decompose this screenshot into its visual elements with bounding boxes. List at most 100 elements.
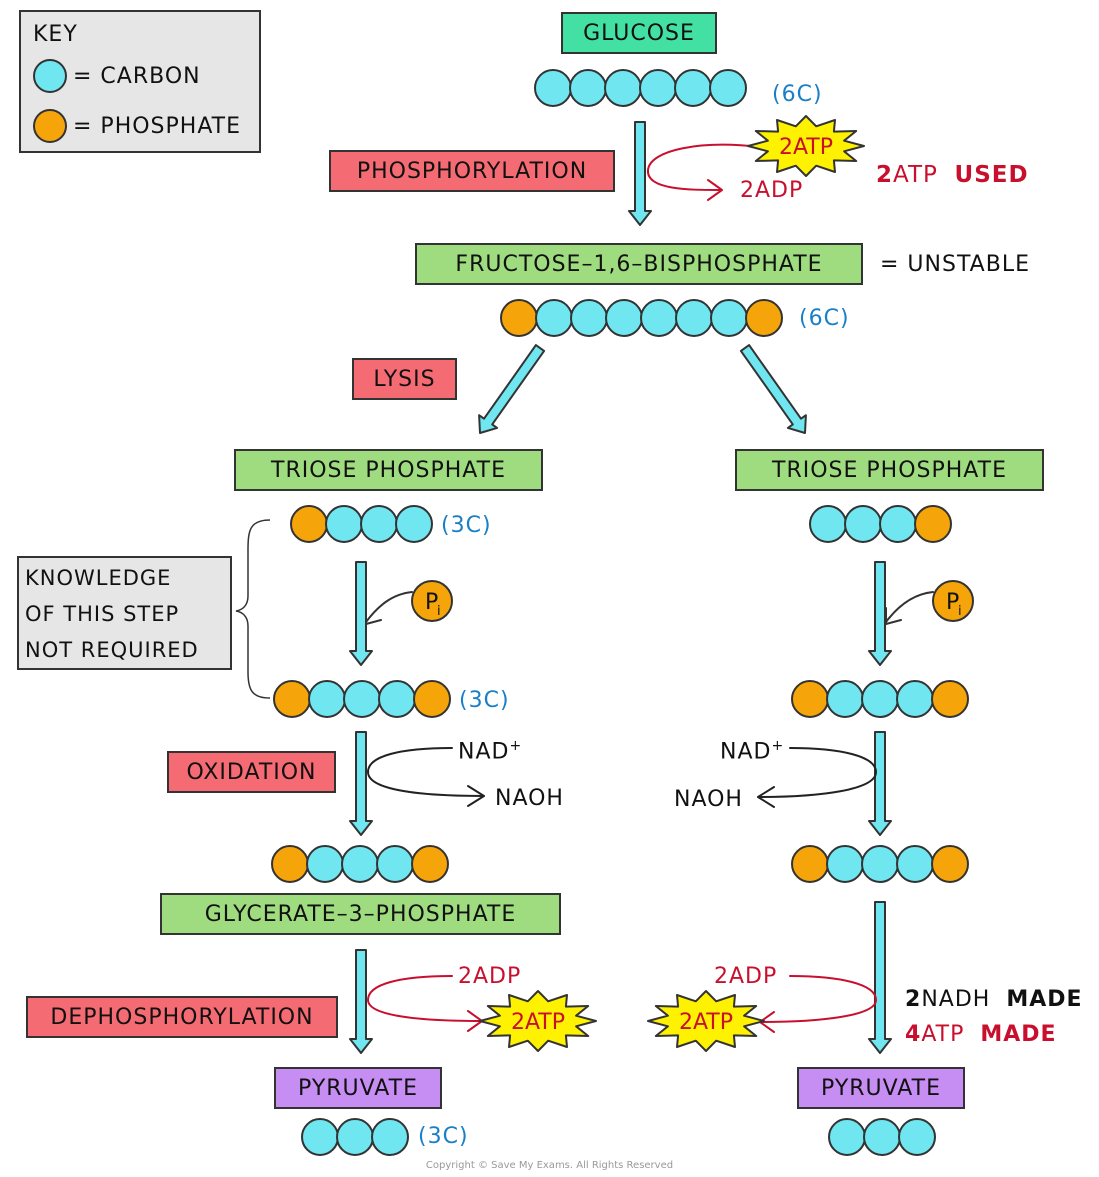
atp-star-label: 2ATP [779,135,833,160]
carbon-bead [826,680,864,718]
g3p-right-chain [791,845,969,883]
nadh-made-b: MADE [1006,987,1083,1012]
ox-left-head [467,785,485,807]
triose-p-carbon-count: (3C) [459,688,510,713]
pyruvate-right-chain [828,1118,936,1156]
triose-right-chain [809,505,952,543]
copyright: Copyright © Save My Exams. All Rights Re… [425,1160,674,1171]
atp-star-icon [647,990,765,1052]
pi-right-head [885,607,902,625]
dephos-left-curve [367,975,483,1022]
carbon-bead [896,680,934,718]
carbon-bead [325,505,363,543]
carbon-bead [604,69,642,107]
molecule-beads [271,69,969,1156]
knowledge-note: KNOWLEDGE OF THIS STEP NOT REQUIRED [17,556,232,670]
pyruvate-left-box: PYRUVATE [274,1067,442,1109]
arrow-left-pi [349,561,373,666]
carbon-bead [308,680,346,718]
pi-label: P [946,590,959,615]
phosphate-bead [791,845,829,883]
pi-left-curve [365,591,413,623]
phosphate-bead [273,680,311,718]
arrow-left-oxidation [349,731,373,836]
dephosphorylation-box: DEPHOSPHORYLATION [26,996,338,1038]
pi-label: P [425,590,438,615]
carbon-bead [341,845,379,883]
glucose-carbon-count: (6C) [772,82,823,107]
pi-sub-label: i [437,604,441,619]
unstable-label: = UNSTABLE [880,252,1030,277]
arrow-right-dephos [868,901,892,1054]
pi-right: Pi [932,580,974,622]
carbon-bead [828,1118,866,1156]
triose-p-right-chain [791,680,969,718]
carbon-bead [809,505,847,543]
phosphate-bead [745,299,783,337]
carbon-bead [639,69,677,107]
nad-sup: + [509,738,523,754]
phosphate-bead [500,299,538,337]
arrow-glucose-to-f16bp [628,121,652,226]
carbon-bead [605,299,643,337]
carbon-bead [376,845,414,883]
phosphate-key-label: = PHOSPHATE [73,114,242,139]
ox-right-curve [757,747,877,798]
atp-star-left: 2ATP [479,990,597,1052]
f16bp-box: FRUCTOSE–1,6–BISPHOSPHATE [415,243,863,285]
atp-used-b: USED [954,162,1029,188]
carbon-bead [675,299,713,337]
lysis-box: LYSIS [352,358,457,400]
atp-made-num: 4 [905,1022,922,1047]
nadh-made-num: 2 [905,987,922,1012]
arrow-left-dephos [349,949,373,1054]
flow-arrows [349,121,892,1054]
phosphate-bead [931,680,969,718]
carbon-bead [710,299,748,337]
nad-sup: + [771,738,785,754]
pyruvate-right-box: PYRUVATE [797,1067,965,1109]
triose-left-chain [290,505,433,543]
atp-star-right: 2ATP [647,990,765,1052]
triose-left-box: TRIOSE PHOSPHATE [234,449,543,491]
triose-carbon-count: (3C) [441,513,492,538]
carbon-bead [844,505,882,543]
nad-label-left: NAD+ [458,738,522,764]
pi-sub-label: i [958,604,962,619]
pi-circle-icon [411,580,453,622]
carbon-bead [896,845,934,883]
adp-label-top: 2ADP [740,178,804,203]
phos-curve-head [707,179,723,201]
arrow-right-pi [868,561,892,666]
carbon-bead [898,1118,936,1156]
carbon-bead [343,680,381,718]
adp-label-right: 2ADP [714,964,778,989]
atp-star-icon [479,990,597,1052]
glucose-box: GLUCOSE [561,12,717,54]
carbon-bead [863,1118,901,1156]
phosphate-key-icon [33,109,67,143]
nadh-label-right: NAOH [674,787,743,812]
carbon-bead [301,1118,339,1156]
carbon-bead [640,299,678,337]
phos-curve [646,143,761,191]
f16bp-chain [500,299,783,337]
arrow-lysis-right [739,344,807,434]
nadh-made-summary: 2NADH MADE [905,987,1083,1012]
dephos-right-curve [759,975,877,1023]
phosphate-bead [411,845,449,883]
atp-made-a: ATP [921,1022,965,1047]
note-line-3: NOT REQUIRED [25,638,199,662]
carbon-bead [371,1118,409,1156]
carbon-bead [534,69,572,107]
atp-used-summary: 2ATP USED [876,162,1029,188]
nad-text: NAD [458,739,510,765]
nad-text: NAD [720,739,772,765]
carbon-bead [709,69,747,107]
pi-left: Pi [411,580,453,622]
atp-stars: 2ATP 2ATP 2ATP [479,115,865,1052]
atp-star-icon [747,115,865,177]
reaction-curves [235,143,934,1033]
atp-made-b: MADE [980,1022,1057,1047]
carbon-bead [336,1118,374,1156]
